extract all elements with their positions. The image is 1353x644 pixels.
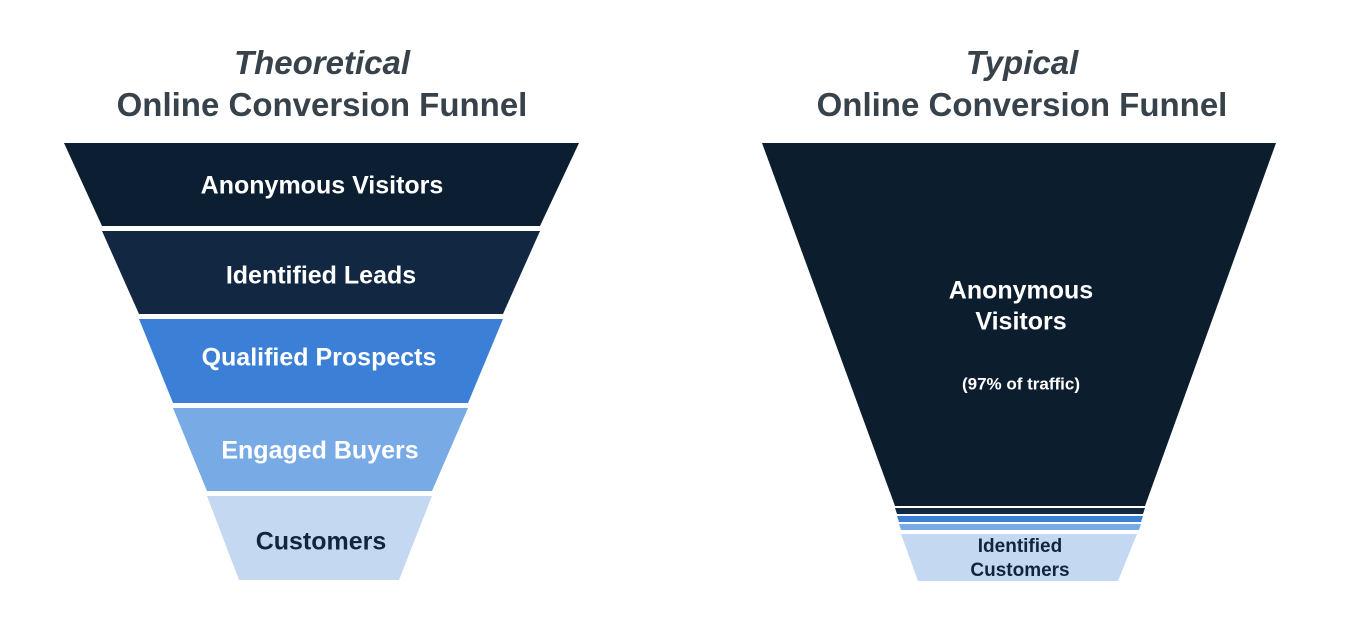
- theoretical-stage-5-band: [207, 496, 432, 580]
- typical-anonymous-band: [762, 143, 1276, 506]
- theoretical-stage-1-band: [64, 143, 579, 226]
- typical-thin-band-2: [897, 516, 1143, 522]
- theoretical-title-line2: Online Conversion Funnel: [116, 86, 528, 123]
- typical-title-line2: Online Conversion Funnel: [816, 86, 1228, 123]
- typical-title-line1: Typical: [965, 44, 1079, 81]
- theoretical-stage-4-band: [173, 408, 468, 491]
- typical-customers-label-line1: Identified: [978, 536, 1062, 557]
- typical-anonymous-label-line1: Anonymous: [949, 277, 1093, 305]
- typical-customers-label-line2: Customers: [970, 560, 1069, 581]
- theoretical-stage-5-label: Customers: [256, 528, 387, 556]
- typical-thin-band-1: [895, 508, 1145, 514]
- theoretical-title-line1: Theoretical: [233, 44, 411, 81]
- theoretical-stage-4-label: Engaged Buyers: [221, 437, 418, 465]
- theoretical-funnel: Anonymous Visitors Identified Leads Qual…: [64, 143, 579, 580]
- typical-anonymous-note: (97% of traffic): [962, 374, 1080, 393]
- theoretical-stage-2-label: Identified Leads: [226, 262, 416, 290]
- theoretical-stage-1-label: Anonymous Visitors: [201, 172, 444, 200]
- theoretical-stage-3-band: [139, 319, 503, 403]
- typical-customers-band: [901, 534, 1137, 581]
- theoretical-funnel-title: Theoretical Online Conversion Funnel: [42, 42, 602, 126]
- theoretical-stage-3-label: Qualified Prospects: [202, 344, 437, 372]
- theoretical-stage-2-band: [102, 231, 540, 314]
- typical-funnel: Anonymous Visitors (97% of traffic) Iden…: [762, 143, 1276, 581]
- typical-thin-band-3: [899, 524, 1141, 530]
- typical-funnel-title: Typical Online Conversion Funnel: [742, 42, 1302, 126]
- typical-anonymous-label-line2: Visitors: [975, 308, 1066, 336]
